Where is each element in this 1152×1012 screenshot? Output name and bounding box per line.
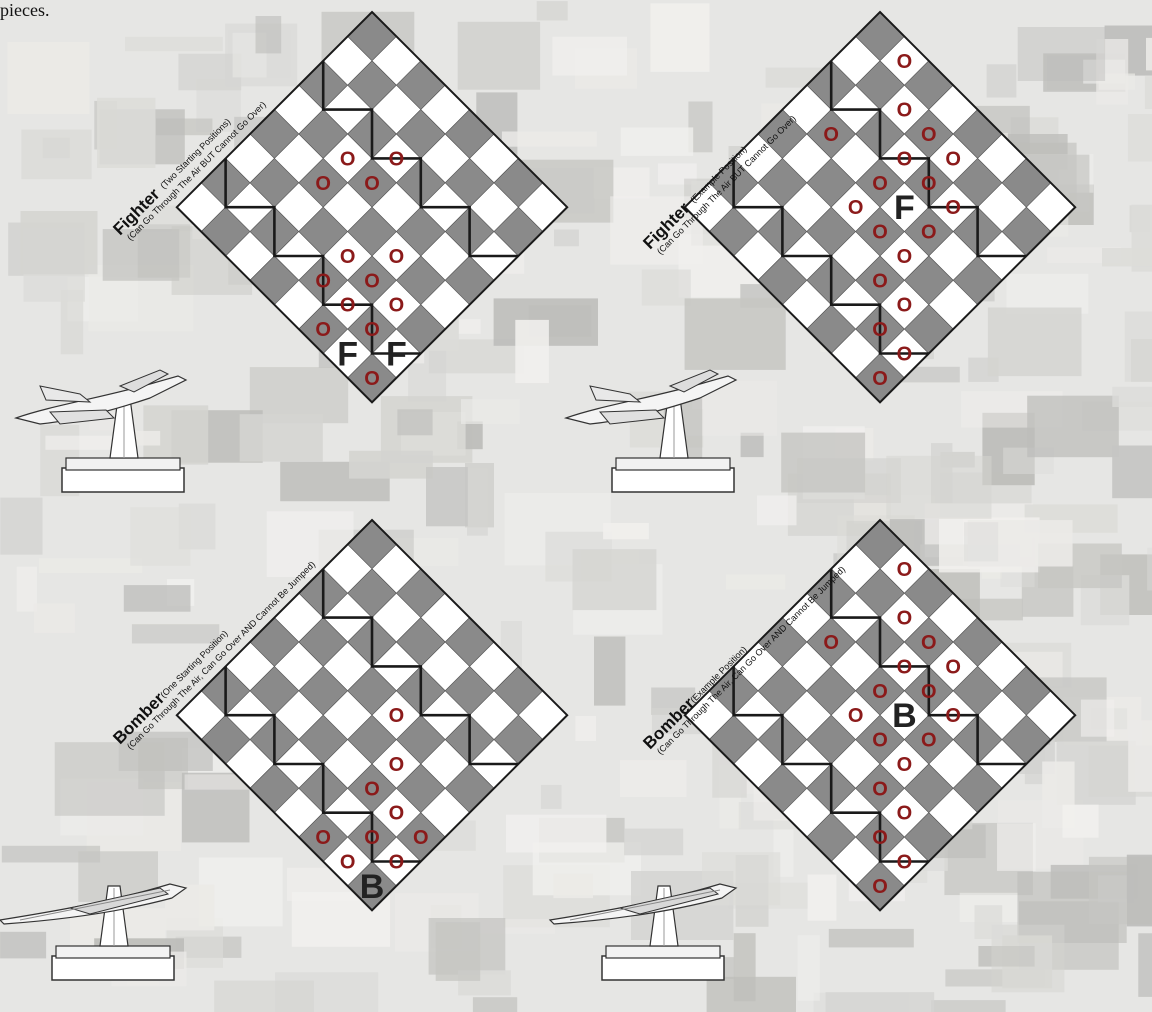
move-marker: O	[897, 608, 913, 630]
move-marker: O	[315, 270, 331, 292]
move-marker: O	[872, 319, 888, 341]
bomber-model-illustration	[0, 884, 186, 980]
panel-fighter-example: Fighter (Example Position) (Can Go Throu…	[566, 12, 1075, 492]
bomber-model-illustration	[550, 884, 736, 980]
move-marker: O	[340, 148, 356, 170]
move-marker: O	[823, 124, 839, 146]
move-marker: O	[340, 246, 356, 268]
move-marker: O	[872, 222, 888, 244]
move-marker: O	[364, 270, 380, 292]
panel-bomber-start: Bomber (One Starting Position) (Can Go T…	[0, 520, 567, 980]
move-marker: O	[872, 730, 888, 752]
move-marker: O	[872, 876, 888, 898]
move-marker: O	[389, 246, 405, 268]
move-marker: O	[945, 656, 961, 678]
move-marker: O	[872, 827, 888, 849]
move-marker: O	[921, 173, 937, 195]
chess-board	[177, 520, 567, 910]
move-marker: O	[897, 148, 913, 170]
move-marker: O	[364, 778, 380, 800]
move-marker: O	[364, 368, 380, 390]
move-marker: O	[389, 852, 405, 874]
fighter-piece: F	[386, 336, 407, 374]
move-marker: O	[315, 827, 331, 849]
move-marker: O	[921, 730, 937, 752]
move-marker: O	[848, 705, 864, 727]
move-marker: O	[872, 270, 888, 292]
move-marker: O	[945, 148, 961, 170]
panel-bomber-example: Bomber (Example Position) (Can Go Throug…	[550, 520, 1075, 980]
move-marker: O	[389, 295, 405, 317]
move-marker: O	[897, 852, 913, 874]
move-marker: O	[389, 148, 405, 170]
move-marker: O	[823, 632, 839, 654]
chess-board	[685, 12, 1075, 402]
move-marker: O	[364, 319, 380, 341]
move-marker: O	[897, 295, 913, 317]
fighter-piece: F	[894, 189, 915, 227]
move-marker: O	[945, 705, 961, 727]
move-marker: O	[364, 173, 380, 195]
move-marker: O	[413, 827, 429, 849]
move-marker: O	[921, 124, 937, 146]
move-marker: O	[364, 827, 380, 849]
fighter-model-illustration	[16, 370, 186, 492]
move-marker: O	[897, 344, 913, 366]
move-marker: O	[897, 803, 913, 825]
move-marker: O	[897, 246, 913, 268]
move-marker: O	[315, 319, 331, 341]
move-marker: O	[897, 754, 913, 776]
move-marker: O	[921, 632, 937, 654]
move-marker: O	[340, 852, 356, 874]
chess-board	[685, 520, 1075, 910]
move-marker: O	[340, 295, 356, 317]
move-marker: O	[315, 173, 331, 195]
bomber-piece: B	[360, 868, 385, 906]
move-marker: O	[872, 173, 888, 195]
move-marker: O	[389, 803, 405, 825]
move-marker: O	[872, 368, 888, 390]
move-marker: O	[897, 559, 913, 581]
move-marker: O	[389, 705, 405, 727]
move-marker: O	[945, 197, 961, 219]
bomber-piece: B	[892, 697, 917, 735]
chess-board	[177, 12, 567, 402]
move-marker: O	[921, 222, 937, 244]
move-marker: O	[389, 754, 405, 776]
move-marker: O	[872, 778, 888, 800]
move-marker: O	[897, 100, 913, 122]
move-marker: O	[897, 656, 913, 678]
fighter-model-illustration	[566, 370, 736, 492]
panel-fighter-start: Fighter (Two Starting Positions) (Can Go…	[16, 12, 567, 492]
move-marker: O	[897, 51, 913, 73]
move-marker: O	[921, 681, 937, 703]
fighter-piece: F	[337, 336, 358, 374]
move-marker: O	[872, 681, 888, 703]
move-marker: O	[848, 197, 864, 219]
